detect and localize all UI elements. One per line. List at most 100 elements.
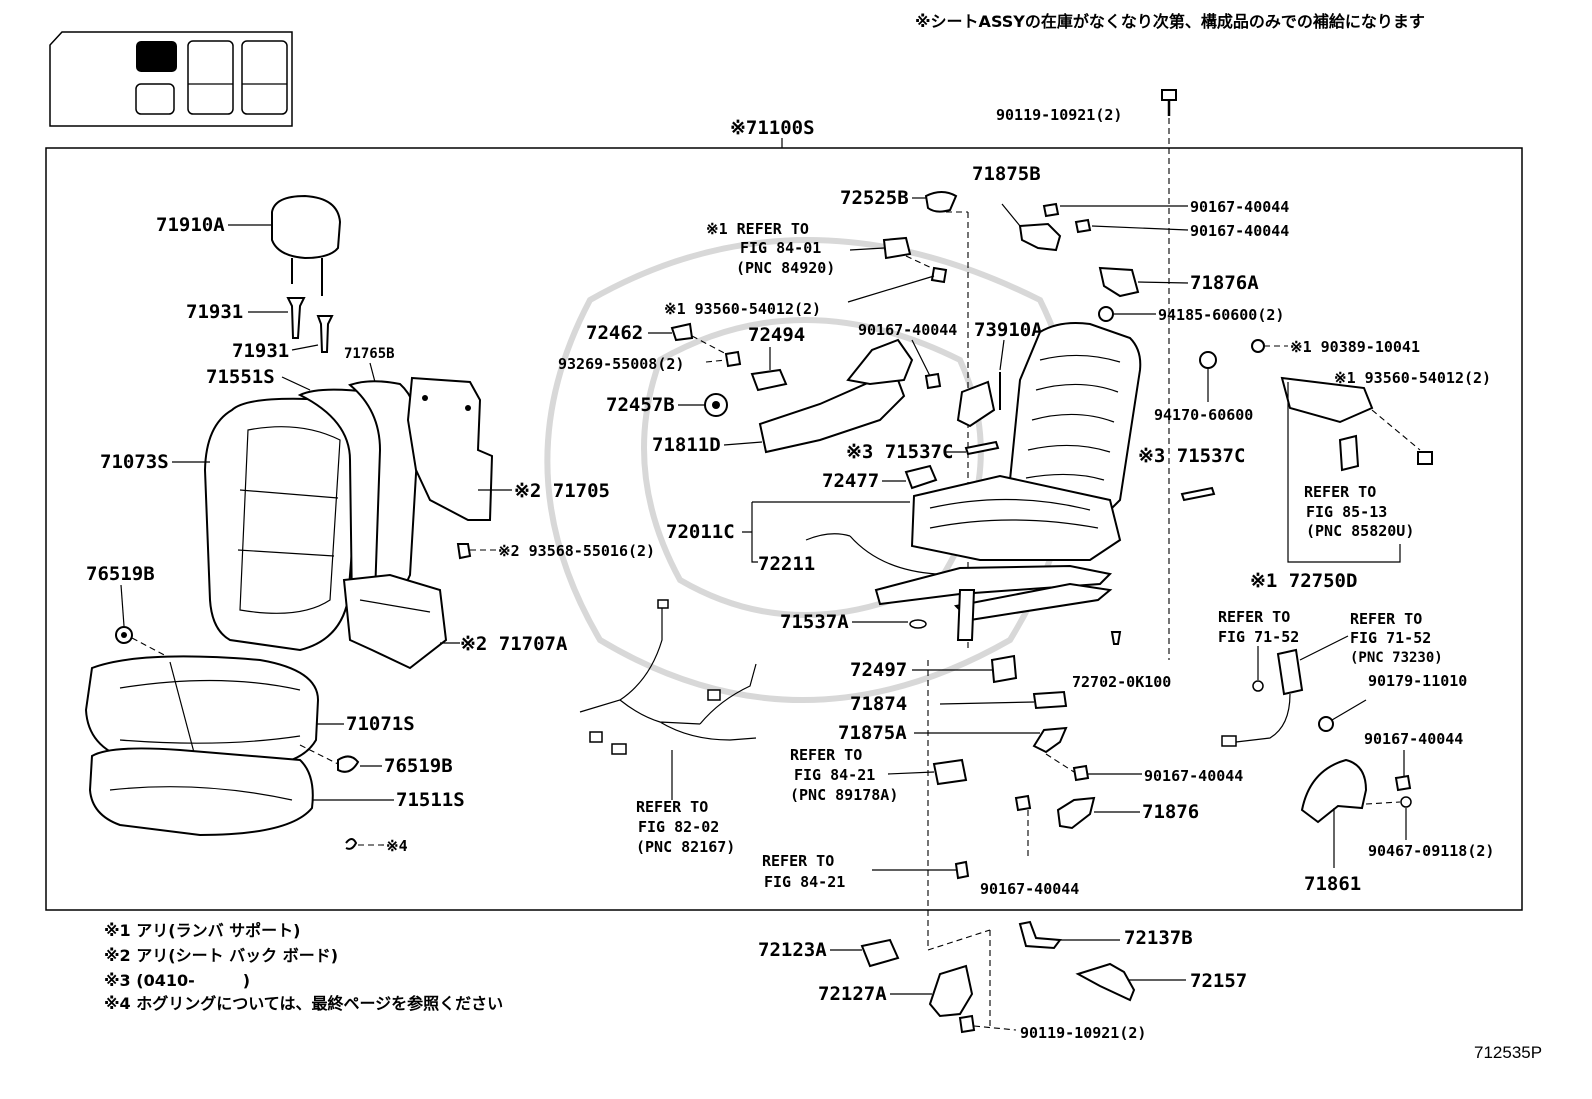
footnote-3: ※3 (0410- ) <box>104 971 250 990</box>
label-71071S: 71071S <box>346 713 415 735</box>
assembly-label: ※71100S <box>730 117 815 139</box>
refer-71-52-a-line2: FIG 71-52 <box>1218 628 1299 646</box>
refer-82-02-line1: REFER TO <box>636 798 708 816</box>
label-72494: 72494 <box>748 324 805 346</box>
label-90167-40044-a: 90167-40044 <box>1190 198 1289 216</box>
bracket-72157 <box>1075 962 1136 1002</box>
bolt-90167-d <box>1072 764 1090 782</box>
label-72497: 72497 <box>850 659 907 681</box>
label-71876: 71876 <box>1142 801 1199 823</box>
label-94185-60600: 94185-60600(2) <box>1158 306 1284 324</box>
seat-cushion-frame-part <box>910 474 1122 561</box>
label-71537A: 71537A <box>780 611 849 633</box>
figure-code: 712535P <box>1474 1043 1542 1062</box>
refer-84-21-a-line2: FIG 84-21 <box>794 766 875 784</box>
bracket-71875B <box>1018 222 1062 252</box>
refer-71-52-b-line1: REFER TO <box>1350 610 1422 628</box>
refer-71-52-b-line2: FIG 71-52 <box>1350 629 1431 647</box>
label-71875A: 71875A <box>838 722 907 744</box>
release-cable-72011C <box>805 533 937 575</box>
cover-71874 <box>1032 690 1068 710</box>
bolt-90167-c <box>924 372 942 390</box>
bolt-90167-b <box>1074 218 1092 234</box>
label-72137B: 72137B <box>1124 927 1193 949</box>
washer-71537A <box>909 619 927 629</box>
label-76519B-b: 76519B <box>384 755 453 777</box>
label-90167-40044-d: 90167-40044 <box>1144 767 1243 785</box>
label-72462: 72462 <box>586 322 643 344</box>
refer-84-21-a-line3: (PNC 89178A) <box>790 786 898 804</box>
refer-82-02-line3: (PNC 82167) <box>636 838 735 856</box>
lumbar-switch-part <box>882 236 912 260</box>
shield-71811D <box>758 338 914 454</box>
footnote-1: ※1 アリ(ランバ サポート) <box>104 921 300 940</box>
lumbar-motor-85-13 <box>1338 434 1360 472</box>
refer-84-01-line2: FIG 84-01 <box>740 239 821 257</box>
label-71511S: 71511S <box>396 789 465 811</box>
label-73910A: 73910A <box>974 319 1043 341</box>
screw-93269 <box>724 350 742 368</box>
seatback-frame-pad-part <box>348 380 420 597</box>
refer-84-21-b-line2: FIG 84-21 <box>764 873 845 891</box>
cover-72497 <box>990 654 1018 684</box>
seat-cushion-pad-part <box>88 747 314 837</box>
label-90167-40044-b: 90167-40044 <box>1190 222 1289 240</box>
label-71910A: 71910A <box>156 214 225 236</box>
cap-72462 <box>670 322 694 342</box>
label-72123A: 72123A <box>758 939 827 961</box>
label-71765B: 71765B <box>344 346 395 362</box>
clip-76519B-lower <box>337 755 360 773</box>
label-71705: ※2 71705 <box>514 480 610 502</box>
bracket-72477 <box>904 464 938 490</box>
refer-84-01-line3: (PNC 84920) <box>736 259 835 277</box>
cover-72525B <box>924 191 958 213</box>
nut-94170 <box>1199 351 1217 369</box>
bolt-71876-side <box>1014 794 1032 812</box>
footnote-4: ※4 ホグリングについては、最終ページを参照ください <box>104 994 503 1013</box>
label-72525B: 72525B <box>840 187 909 209</box>
label-93560-54012-b: ※1 93560-54012(2) <box>1334 369 1491 387</box>
header-note: ※シートASSYの在庫がなくなり次第、構成品のみでの補給になります <box>915 12 1425 31</box>
label-71874: 71874 <box>850 693 907 715</box>
clip-90467 <box>1400 796 1412 808</box>
footnote-2: ※2 アリ(シート バック ボード) <box>104 946 338 965</box>
bracket-71876 <box>1056 796 1096 830</box>
refer-82-02-line2: FIG 82-02 <box>638 818 719 836</box>
label-71811D: 71811D <box>652 434 721 456</box>
cover-71861 <box>1300 758 1368 824</box>
bracket-72137B <box>1018 920 1062 950</box>
label-93269-55008: 93269-55008(2) <box>558 355 684 373</box>
refer-84-01-line1: ※1 REFER TO <box>706 220 809 238</box>
label-90167-40044-e: 90167-40044 <box>1364 730 1463 748</box>
lumbar-support-plate <box>1280 376 1374 424</box>
bolt-90167-a <box>1042 202 1060 218</box>
screw-93560-b <box>1417 451 1433 465</box>
nut-90389 <box>1251 339 1265 353</box>
label-90167-40044-c: 90167-40044 <box>858 321 957 339</box>
label-72457B: 72457B <box>606 394 675 416</box>
refer-85-13-line3: (PNC 85820U) <box>1306 522 1414 540</box>
label-hog-ring: ※4 <box>386 837 408 855</box>
bolt-90119-top <box>1161 89 1177 116</box>
back-board-clip <box>456 543 472 560</box>
label-71073S: 71073S <box>100 451 169 473</box>
label-72702-0K100: 72702-0K100 <box>1072 673 1171 691</box>
seat-track-part <box>874 564 1113 641</box>
knob-72457B <box>704 393 728 417</box>
seat-position-thumbnail <box>49 31 293 127</box>
seat-back-board-part <box>406 376 494 521</box>
label-72211: 72211 <box>758 553 815 575</box>
refer-84-21-a-line1: REFER TO <box>790 746 862 764</box>
seatback-cover-part <box>203 397 362 652</box>
bolt-90167-e <box>1394 774 1412 792</box>
label-90119-10921-bottom: 90119-10921(2) <box>1020 1024 1146 1042</box>
label-71707A: ※2 71707A <box>460 633 568 655</box>
label-71537C-b: ※3 71537C <box>1138 445 1245 467</box>
label-71537C-a: ※3 71537C <box>846 441 953 463</box>
label-72157: 72157 <box>1190 970 1247 992</box>
nut-90179 <box>1318 716 1334 732</box>
label-90179-11010: 90179-11010 <box>1368 672 1467 690</box>
lumbar-motor-part <box>932 758 968 786</box>
knob-72494 <box>750 368 788 392</box>
